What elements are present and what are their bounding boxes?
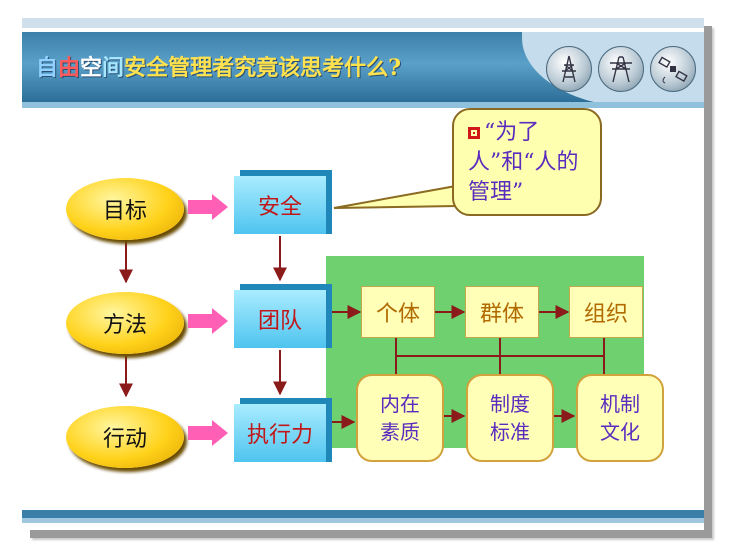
box-inner-quality-label: 内在 素质 bbox=[380, 392, 420, 444]
callout-bubble: “为了人”和“人的管理” bbox=[452, 108, 602, 216]
slide-title: 自由空间安全管理者究竟该思考什么? bbox=[36, 48, 401, 88]
bus-connector bbox=[395, 337, 605, 376]
title-prefix-1: 自 bbox=[36, 55, 59, 81]
box-system-standard: 制度 标准 bbox=[466, 374, 554, 462]
footer-band bbox=[22, 510, 704, 518]
box-system-standard-label: 制度 标准 bbox=[490, 392, 530, 444]
box-group: 群体 bbox=[465, 286, 539, 338]
oval-method-label: 方法 bbox=[102, 313, 147, 338]
bullet-square-icon bbox=[468, 127, 480, 139]
cube-safety: 安全 bbox=[234, 176, 326, 234]
callout-text: “为了人”和“人的管理” bbox=[468, 120, 579, 205]
cube-team-label: 团队 bbox=[257, 309, 302, 334]
cube-safety-label: 安全 bbox=[257, 195, 302, 220]
pink-arrow-1 bbox=[188, 194, 228, 220]
satellite-icon bbox=[650, 46, 696, 92]
box-mechanism-culture-label: 机制 文化 bbox=[600, 392, 640, 444]
title-text: 安全管理者究竟该思考什么? bbox=[124, 55, 401, 81]
box-inner-quality: 内在 素质 bbox=[356, 374, 444, 462]
box-individual: 个体 bbox=[361, 286, 435, 338]
footer-stripe bbox=[22, 518, 704, 523]
box-organization-label: 组织 bbox=[583, 302, 628, 327]
pink-arrow-2 bbox=[188, 308, 228, 334]
cube-execution: 执行力 bbox=[234, 404, 326, 462]
oval-goal-label: 目标 bbox=[102, 199, 147, 224]
oval-goal: 目标 bbox=[66, 178, 184, 240]
box-organization: 组织 bbox=[569, 286, 643, 338]
cube-team: 团队 bbox=[234, 290, 326, 348]
cube-execution-label: 执行力 bbox=[246, 423, 313, 448]
header-top-band bbox=[22, 18, 704, 28]
oval-action-label: 行动 bbox=[102, 427, 147, 452]
header-stripe bbox=[22, 102, 704, 108]
power-pylon-icon bbox=[598, 46, 644, 92]
transmission-tower-icon bbox=[546, 46, 592, 92]
box-mechanism-culture: 机制 文化 bbox=[576, 374, 664, 462]
box-group-label: 群体 bbox=[479, 302, 524, 327]
callout-pointer bbox=[333, 184, 457, 209]
title-prefix-2: 由 bbox=[58, 55, 81, 81]
oval-action: 行动 bbox=[66, 406, 184, 468]
pink-arrow-3 bbox=[188, 420, 228, 446]
box-individual-label: 个体 bbox=[375, 302, 420, 327]
oval-method: 方法 bbox=[66, 292, 184, 354]
title-prefix-4: 间 bbox=[102, 55, 125, 81]
title-prefix-3: 空 bbox=[80, 55, 103, 81]
